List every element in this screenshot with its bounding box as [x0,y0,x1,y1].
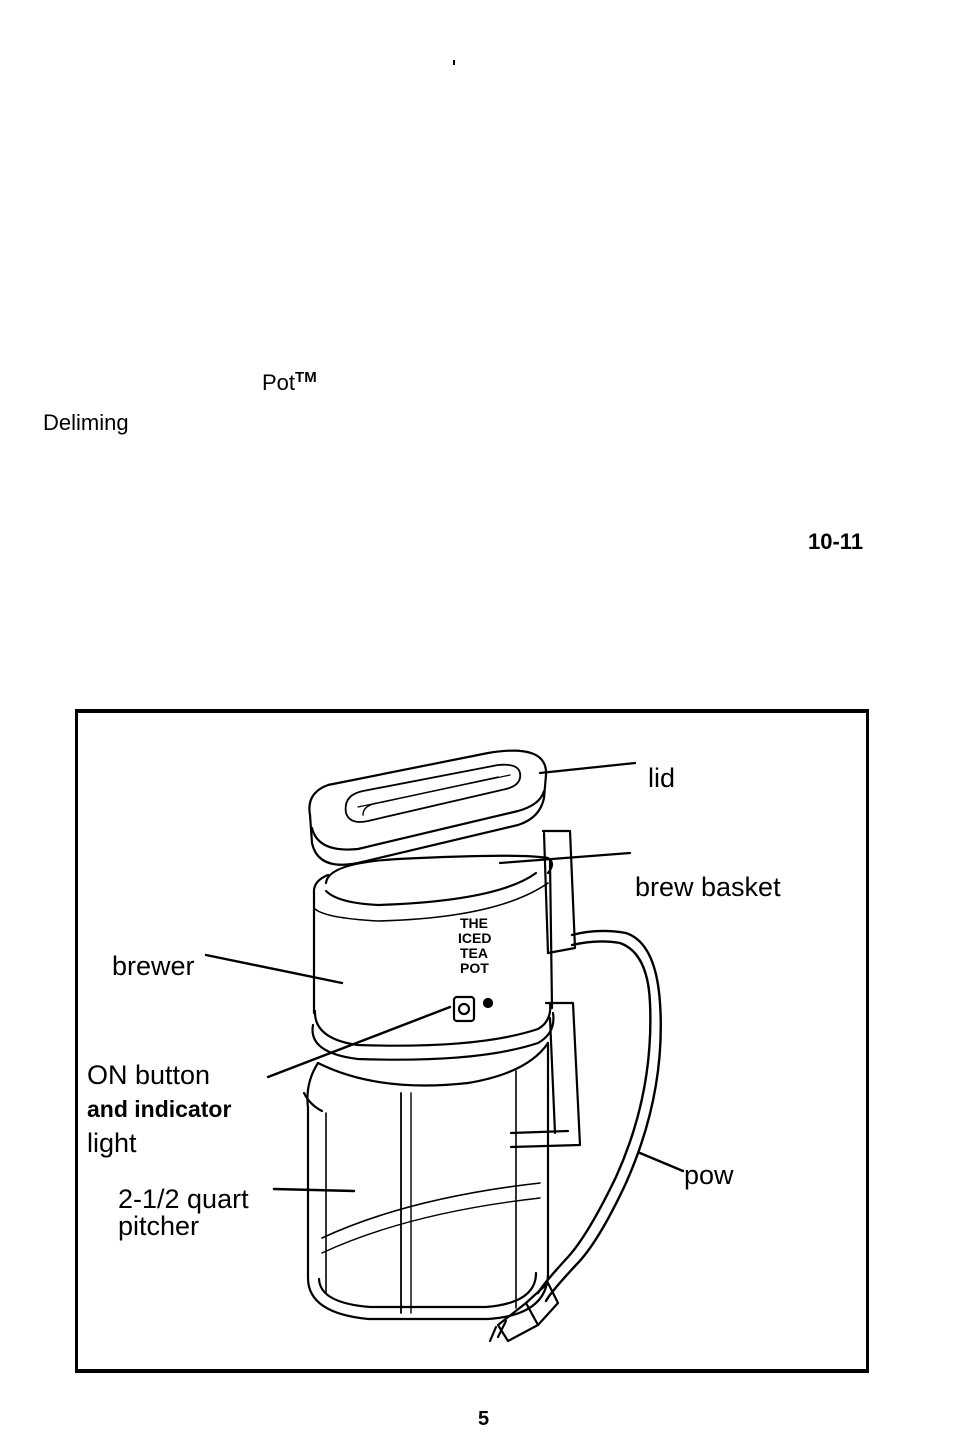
product-text-line-4: POT [460,960,489,976]
pot-text: Pot [262,370,296,395]
trademark-symbol: TM [295,369,317,386]
label-on-button-line-1: ON button [87,1060,211,1090]
label-brewer: brewer [112,951,195,981]
stray-mark [453,60,455,65]
product-diagram: THE ICED TEA POT lid brew basket brewer … [75,709,869,1373]
page-range-fragment: 10-11 [808,529,864,554]
label-pitcher-line-1: 2-1/2 quart [118,1184,249,1214]
label-power-cord: pow [684,1160,734,1190]
deliming-fragment: Deliming [43,410,129,435]
iced-tea-pot-illustration: THE ICED TEA POT [204,749,685,1343]
label-brew-basket: brew basket [635,872,781,902]
label-on-button-line-2: and indicator [87,1096,232,1122]
product-text-line-2: ICED [458,930,491,946]
label-on-button-line-3: light [87,1128,137,1158]
product-text-line-1: THE [460,915,488,931]
page-number: 5 [478,1408,490,1430]
label-lid: lid [648,763,676,793]
label-pitcher-line-2: pitcher [118,1211,200,1241]
product-text-line-3: TEA [460,945,488,961]
heading-fragment-pot: PotTM [262,369,317,395]
